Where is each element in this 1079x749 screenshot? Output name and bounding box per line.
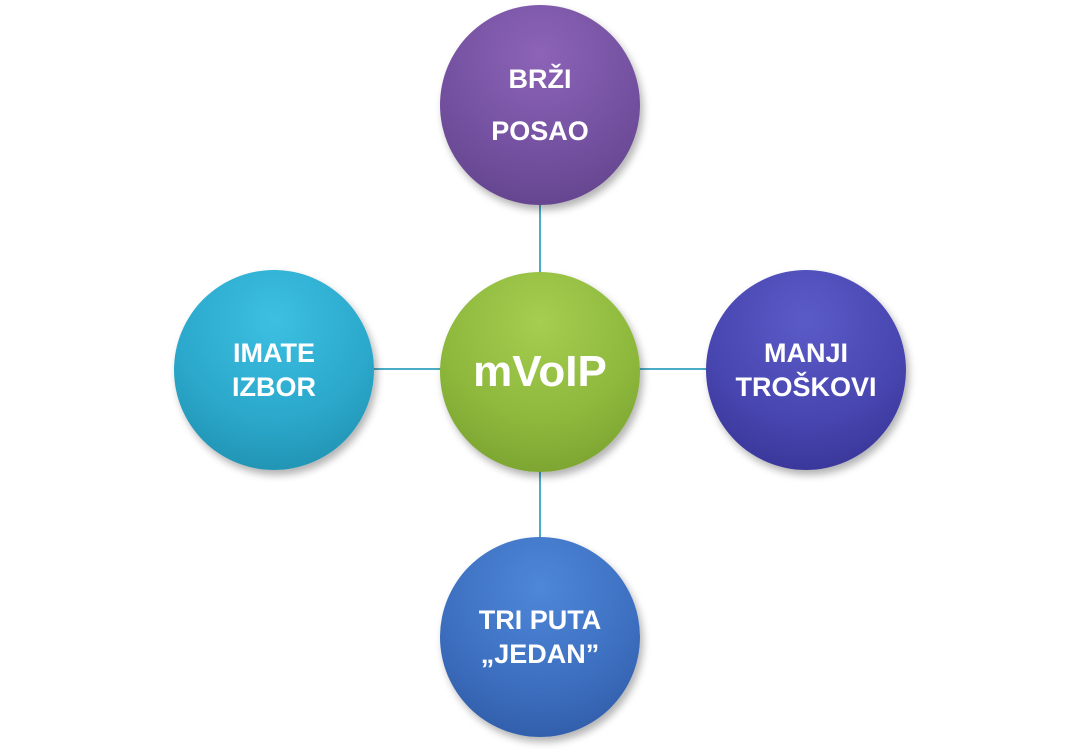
node-brzi-posao: BRŽI POSAO bbox=[440, 5, 640, 205]
node-label-line: MANJI bbox=[763, 338, 848, 368]
connector-left bbox=[374, 368, 444, 370]
node-label-line: IZBOR bbox=[232, 372, 316, 402]
node-center-mvoip: mVoIP bbox=[440, 272, 640, 472]
node-imate-izbor: IMATE IZBOR bbox=[174, 270, 374, 470]
connector-bottom bbox=[539, 468, 541, 538]
node-tri-puta-jedan: TRI PUTA „JEDAN” bbox=[440, 537, 640, 737]
node-label-line: POSAO bbox=[491, 116, 589, 146]
node-label-line: BRŽI bbox=[508, 64, 572, 94]
node-manji-troskovi: MANJI TROŠKOVI bbox=[706, 270, 906, 470]
node-label-line: TROŠKOVI bbox=[735, 372, 877, 402]
connector-right bbox=[636, 368, 706, 370]
connector-top bbox=[539, 204, 541, 274]
node-label-line: TRI PUTA bbox=[478, 605, 602, 635]
center-label: mVoIP bbox=[473, 346, 607, 396]
node-label-line: „JEDAN” bbox=[480, 639, 600, 669]
node-label-line: IMATE bbox=[233, 338, 315, 368]
